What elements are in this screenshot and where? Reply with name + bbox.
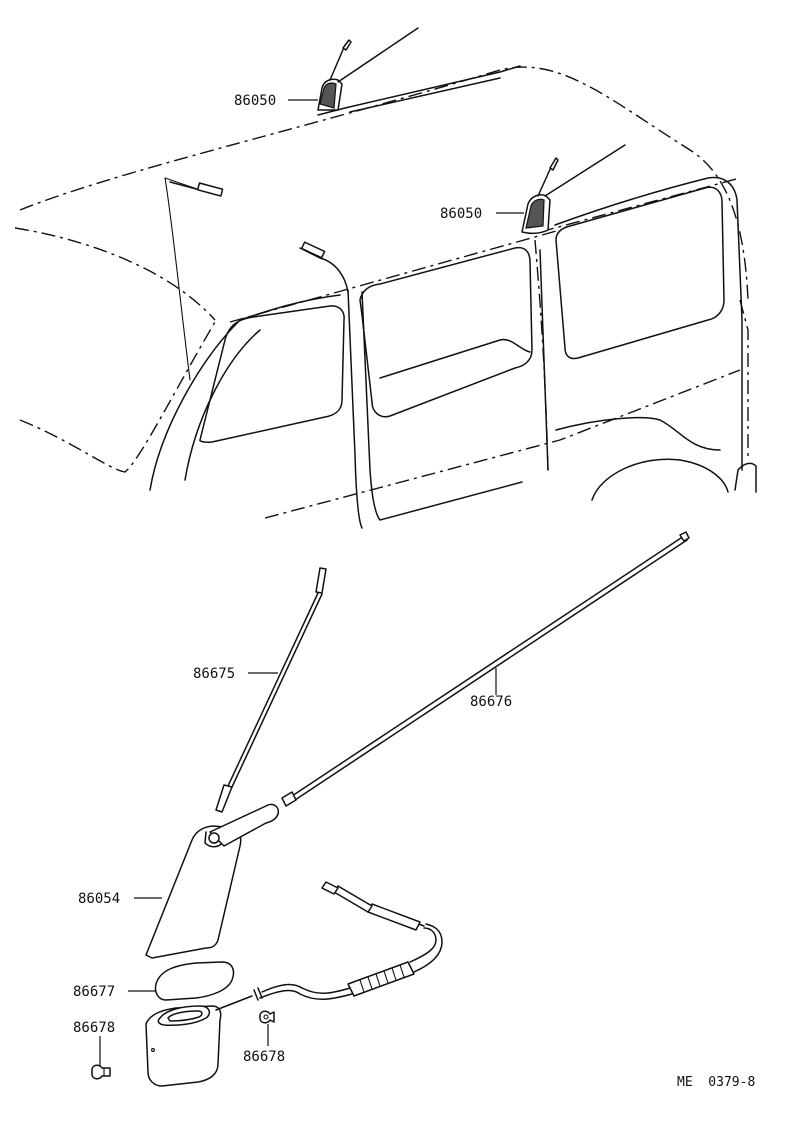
callout-86678-right: 86678 (243, 1024, 285, 1065)
antenna-pad (154, 961, 235, 1001)
antenna-assembly-upper-left (317, 27, 419, 111)
antenna-rod-long (281, 531, 690, 807)
antenna-clamp-left (91, 1064, 111, 1080)
callout-86676: 86676 (470, 668, 512, 710)
antenna-mast-short (215, 567, 327, 813)
antenna-base (145, 803, 280, 959)
reference-code: ME 0379-8 (677, 1075, 755, 1090)
callout-86678-left: 86678 (73, 1020, 115, 1066)
callout-86050-right: 86050 (440, 206, 524, 222)
label-antenna-clamp-right: 86678 (243, 1049, 285, 1065)
callout-86054: 86054 (78, 891, 162, 907)
callout-86050-left: 86050 (234, 93, 318, 109)
label-antenna-mast-short: 86675 (193, 666, 235, 682)
antenna-clamp-right (259, 1010, 275, 1024)
antenna-cable-roof (169, 181, 349, 293)
vehicle-body (14, 65, 757, 529)
antenna-assembly-upper-right (521, 144, 626, 235)
label-antenna-base: 86054 (78, 891, 120, 907)
callout-86675: 86675 (193, 666, 278, 682)
label-antenna-assy-upper-right: 86050 (440, 206, 482, 222)
callout-86677: 86677 (73, 984, 156, 1000)
antenna-feeder-cable (215, 881, 443, 1011)
label-antenna-pad: 86677 (73, 984, 115, 1000)
label-antenna-clamp-left: 86678 (73, 1020, 115, 1036)
label-antenna-assy-upper-left: 86050 (234, 93, 276, 109)
antenna-housing (145, 1005, 222, 1087)
label-antenna-rod-long: 86676 (470, 694, 512, 710)
